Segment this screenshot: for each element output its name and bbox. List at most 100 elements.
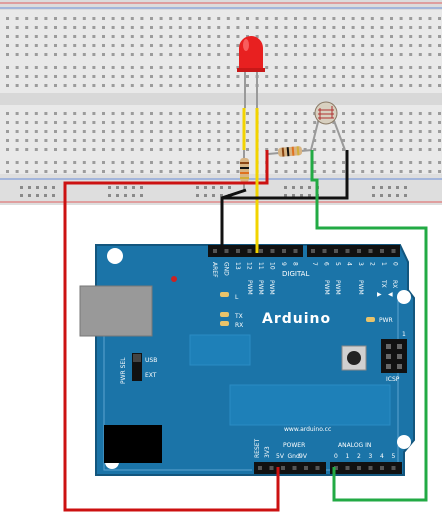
breadboard-hole [6, 26, 9, 29]
breadboard-hole [274, 35, 278, 38]
breadboard-hole [409, 35, 413, 38]
breadboard-hole [294, 121, 297, 124]
breadboard-hole [198, 121, 201, 124]
digital-pin-label: 10 [269, 262, 276, 270]
breadboard-hole [303, 53, 307, 56]
breadboard-hole [226, 17, 230, 20]
breadboard-hole [73, 17, 77, 20]
breadboard-hole [169, 66, 173, 69]
breadboard-hole [92, 161, 96, 164]
breadboard-hole [198, 35, 201, 38]
breadboard-hole [111, 112, 115, 115]
breadboard-hole [44, 112, 48, 115]
rail-hole [300, 186, 303, 189]
breadboard-hole [178, 75, 182, 78]
breadboard-hole [6, 161, 9, 164]
breadboard-hole [54, 139, 57, 142]
breadboard-hole [34, 170, 38, 173]
breadboard-hole [351, 139, 355, 142]
breadboard-hole [6, 130, 9, 133]
breadboard-hole [25, 17, 29, 20]
header-pin [270, 249, 275, 253]
breadboard-hole [82, 84, 86, 87]
breadboard-hole [130, 148, 134, 151]
breadboard-hole [188, 84, 192, 87]
breadboard-hole [44, 35, 48, 38]
breadboard-hole [140, 148, 144, 151]
breadboard-hole [294, 139, 297, 142]
header-pin [236, 249, 240, 253]
breadboard-hole [6, 66, 9, 69]
breadboard-hole [25, 139, 29, 142]
power-jack [104, 425, 162, 463]
breadboard-hole [54, 75, 57, 78]
breadboard-hole [178, 84, 182, 87]
breadboard-hole [390, 35, 393, 38]
breadboard-hole [82, 26, 86, 29]
breadboard-hole [332, 44, 336, 47]
breadboard-hole [332, 26, 336, 29]
breadboard-hole [342, 121, 345, 124]
breadboard-hole [25, 44, 29, 47]
breadboard-hole [428, 121, 432, 124]
breadboard-hole [438, 130, 441, 133]
breadboard-hole [226, 112, 230, 115]
breadboard-hole [226, 26, 230, 29]
rail-hole [380, 186, 383, 189]
header-pin [380, 466, 384, 470]
breadboard-hole [236, 17, 240, 20]
breadboard-hole [150, 148, 153, 151]
breadboard-hole [102, 161, 105, 164]
breadboard-hole [361, 75, 365, 78]
breadboard-hole [438, 26, 441, 29]
breadboard-hole [121, 84, 125, 87]
breadboard-hole [102, 130, 105, 133]
led-tx [220, 312, 229, 317]
breadboard-hole [418, 121, 422, 124]
analog-pin-label: 5 [392, 453, 396, 460]
wire-green [310, 150, 428, 502]
breadboard-hole [188, 75, 192, 78]
breadboard-hole [159, 121, 163, 124]
breadboard-hole [399, 53, 403, 56]
breadboard-hole [73, 44, 77, 47]
breadboard-hole [303, 35, 307, 38]
breadboard-hole [217, 139, 221, 142]
breadboard-hole [313, 26, 317, 29]
mounting-hole [397, 435, 411, 449]
breadboard-hole [121, 121, 125, 124]
breadboard-hole [418, 139, 422, 142]
breadboard-hole [169, 84, 173, 87]
mounting-hole [107, 248, 123, 264]
breadboard-hole [303, 75, 307, 78]
breadboard-hole [236, 139, 240, 142]
pwm-label: PWM [257, 280, 264, 295]
breadboard-hole [274, 84, 278, 87]
breadboard-hole [15, 84, 19, 87]
breadboard-hole [121, 148, 125, 151]
header-pin [391, 466, 396, 470]
rail-hole [124, 194, 127, 197]
rail-hole [308, 186, 311, 189]
breadboard-hole [265, 148, 269, 151]
serial-pin-label: TX [380, 279, 387, 288]
breadboard-hole [226, 75, 230, 78]
breadboard-hole [130, 35, 134, 38]
breadboard-hole [207, 26, 211, 29]
breadboard-hole [294, 112, 297, 115]
breadboard-hole [380, 161, 384, 164]
breadboard-hole [438, 148, 441, 151]
arduino-logo-text: Arduino [262, 311, 331, 327]
breadboard-hole [198, 139, 201, 142]
breadboard-hole [409, 170, 413, 173]
breadboard-hole [265, 35, 269, 38]
breadboard-hole [102, 17, 105, 20]
breadboard-hole [236, 112, 240, 115]
breadboard-hole [351, 17, 355, 20]
breadboard-hole [140, 35, 144, 38]
header-pin [334, 466, 338, 470]
breadboard-hole [351, 161, 355, 164]
